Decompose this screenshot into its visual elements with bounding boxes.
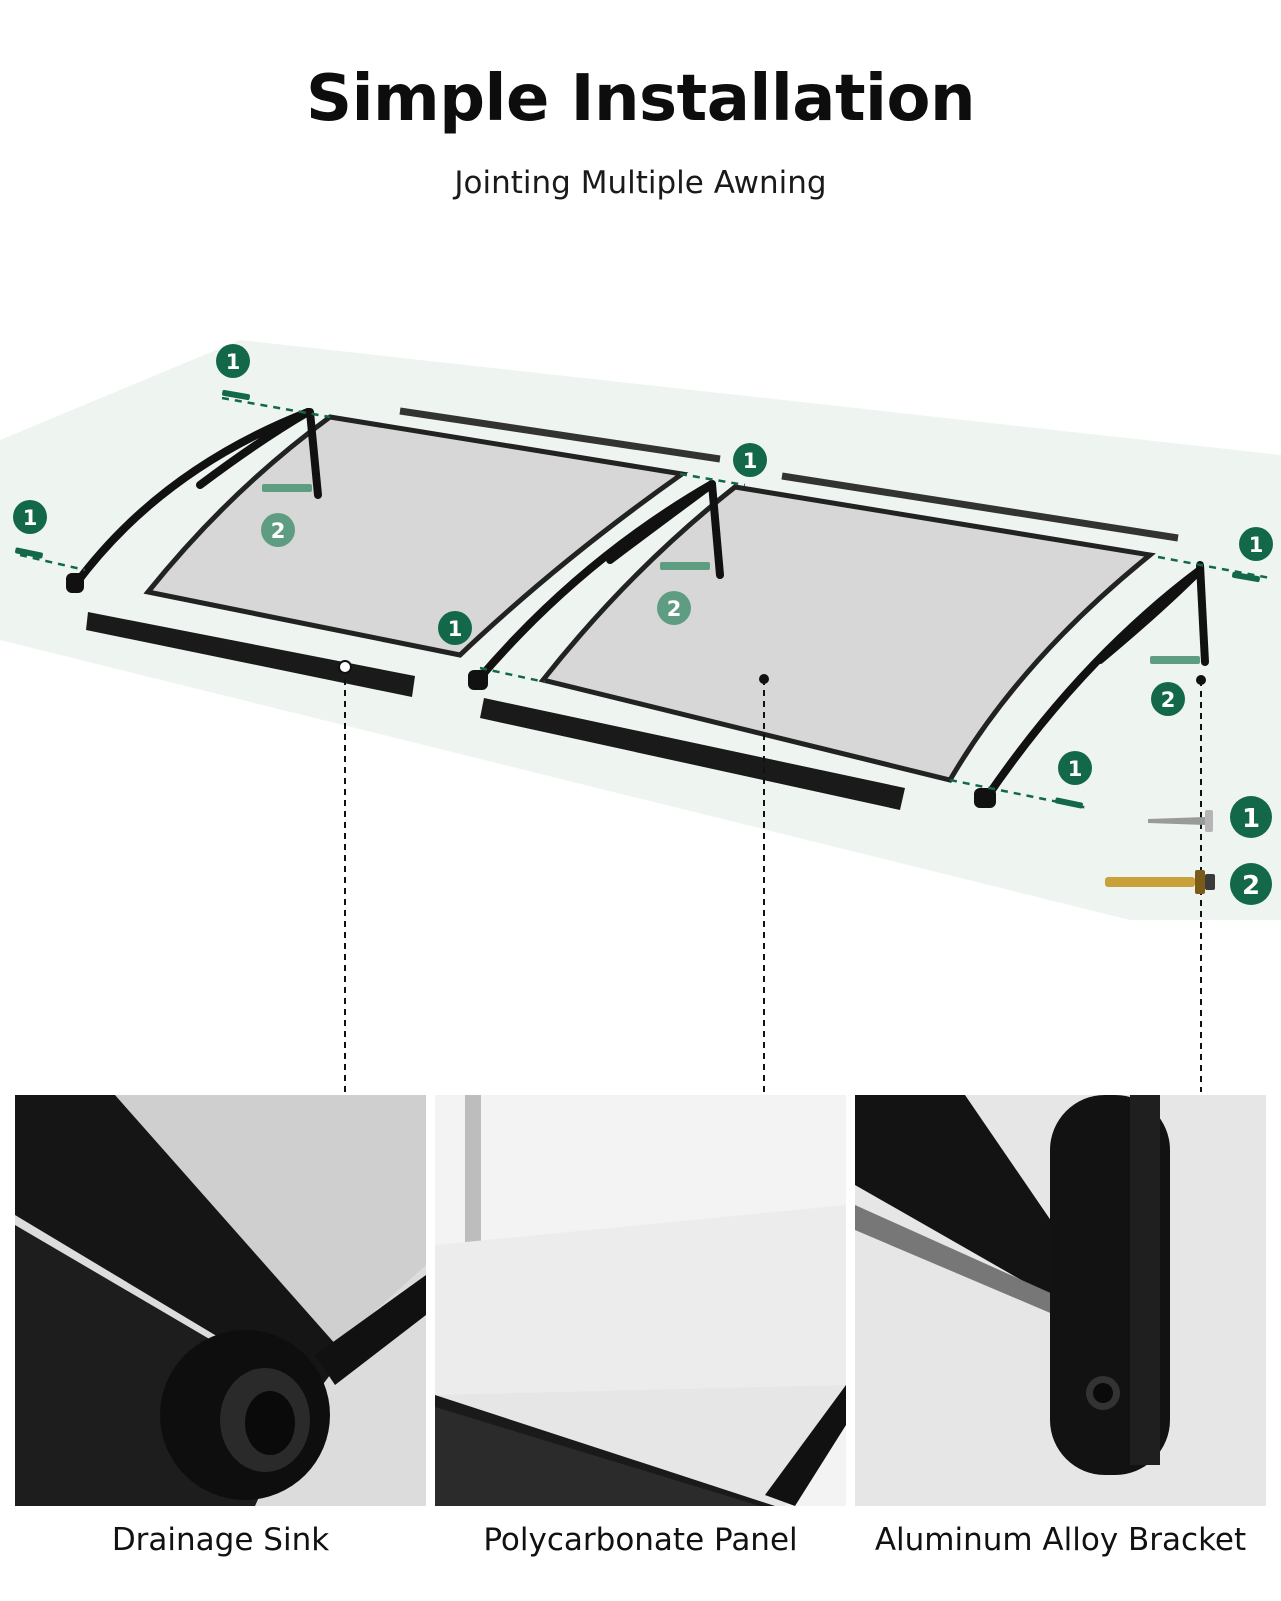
bracket-end-cap	[66, 573, 84, 593]
screw-icon	[15, 389, 1260, 809]
svg-text:2: 2	[271, 519, 286, 543]
caption-polycarbonate-panel: Polycarbonate Panel	[483, 1522, 798, 1558]
page-subtitle: Jointing Multiple Awning	[454, 165, 827, 201]
badge-screw: 1	[1058, 751, 1092, 785]
alignment-guides	[19, 396, 1271, 810]
badge-screw: 1	[216, 344, 250, 378]
detail-photo-polycarbonate-panel	[435, 1095, 846, 1506]
badge-screw: 1	[733, 443, 767, 477]
svg-text:2: 2	[1242, 871, 1260, 901]
callout-dot-bracket	[1196, 675, 1206, 685]
badge-anchor-bolt: 2	[1151, 682, 1185, 716]
svg-text:1: 1	[23, 506, 38, 530]
badge-anchor-bolt: 2	[657, 591, 691, 625]
badge-screw: 1	[1239, 527, 1273, 561]
svg-text:1: 1	[743, 449, 758, 473]
svg-text:1: 1	[226, 350, 241, 374]
callout-dot-panel	[759, 674, 769, 684]
svg-text:1: 1	[1249, 533, 1264, 557]
svg-text:1: 1	[448, 617, 463, 641]
bracket-end-cap	[468, 670, 488, 690]
detail-photo-drainage-sink	[15, 1095, 426, 1506]
caption-drainage-sink: Drainage Sink	[111, 1522, 330, 1558]
svg-text:1: 1	[1068, 757, 1083, 781]
svg-text:1: 1	[1242, 804, 1260, 834]
badge-screw: 1	[438, 611, 472, 645]
top-rail-right	[781, 472, 1179, 542]
callout-leader-lines	[344, 668, 1202, 1092]
badge-screw: 1	[13, 500, 47, 534]
bracket-icon	[71, 408, 1209, 804]
legend-anchor-bolt: 2	[1105, 863, 1272, 905]
bracket-end-cap	[974, 788, 996, 808]
badge-anchor-bolt: 2	[261, 513, 295, 547]
legend-screw: 1	[1148, 796, 1272, 838]
left-awning-panel	[143, 414, 689, 658]
top-rail-left	[399, 407, 721, 463]
callout-dot-sink	[338, 660, 352, 674]
svg-text:2: 2	[667, 597, 682, 621]
drainage-sink-icon	[86, 612, 905, 810]
installation-diagram: 1 1 1 1 1 1 2 2 2 1	[0, 340, 1281, 1092]
svg-text:2: 2	[1161, 688, 1176, 712]
caption-aluminum-bracket: Aluminum Alloy Bracket	[874, 1522, 1247, 1558]
anchor-bolt-icon	[262, 484, 1200, 664]
detail-photo-aluminum-bracket	[855, 1095, 1266, 1506]
page-title: Simple Installation	[305, 62, 976, 136]
